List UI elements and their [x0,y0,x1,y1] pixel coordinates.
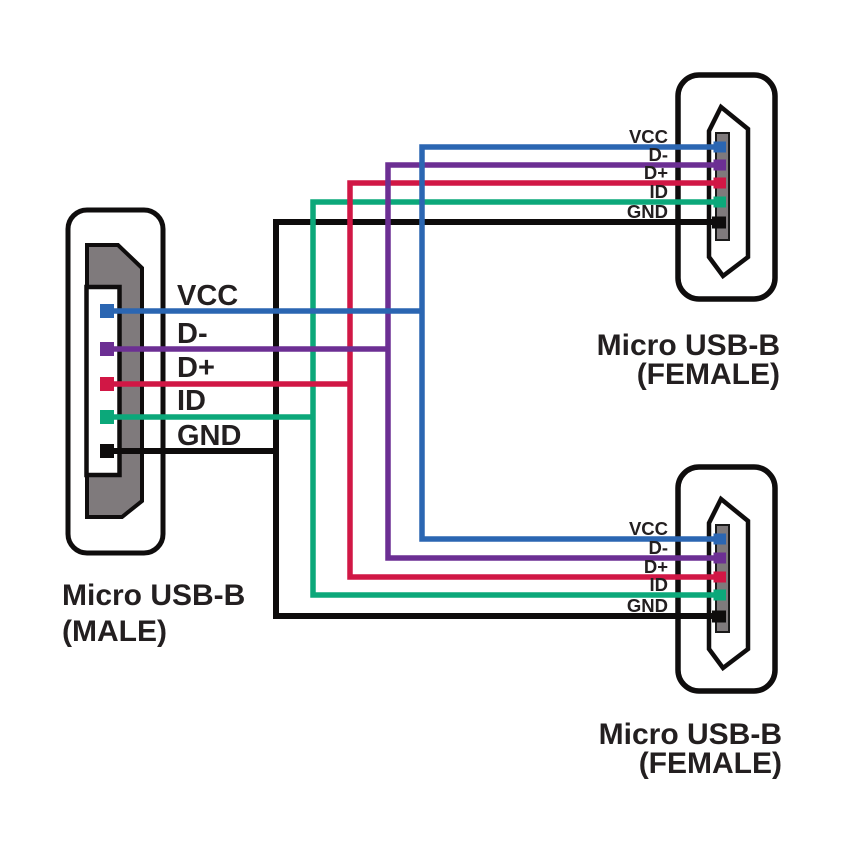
female-top-title-line1: Micro USB-B [597,329,780,362]
female-bottom-pin-dminus [713,552,726,564]
male-title-line2: (MALE) [62,615,167,648]
female-top-label-dminus: D- [648,144,668,165]
male-pin-dminus [100,342,114,356]
female-bottom-label-dplus: D+ [644,556,668,577]
female-bottom-label-gnd: GND [627,595,668,616]
female-top-pin-dminus [713,159,726,171]
wire-dplus-loop [347,180,721,580]
wire-id-loop [310,199,721,598]
female-bottom-pins [712,533,726,623]
female-top-label-gnd: GND [627,201,668,222]
female-top-pin-vcc [713,141,726,153]
male-pins [100,304,114,458]
male-pin-id [100,410,114,424]
male-signal-labels: VCC D- D+ ID GND [177,280,241,452]
female-top-label-dplus: D+ [644,162,668,183]
female-bottom-label-vcc: VCC [629,518,668,539]
female-bottom-pin-dplus [713,571,726,583]
female-top-pin-gnd [712,216,726,229]
male-pin-gnd [100,444,114,458]
female-top-label-id: ID [650,181,669,202]
female-bottom-pin-vcc [713,533,726,545]
female-bottom-pin-id [713,589,726,601]
male-label-dplus: D+ [177,352,215,384]
female-bottom-title-line2: (FEMALE) [639,747,782,780]
wire-vcc-loop [419,144,721,542]
female-top-pins [712,141,726,229]
male-label-vcc: VCC [177,280,238,312]
male-label-gnd: GND [177,420,241,452]
wire-loops [273,144,721,619]
female-top-label-vcc: VCC [629,126,668,147]
female-bottom-pin-gnd [712,610,726,623]
female-top-pin-dplus [713,177,726,189]
male-label-id: ID [177,385,206,417]
male-title-line1: Micro USB-B [62,579,245,612]
connector-titles: Micro USB-B (MALE) Micro USB-B (FEMALE) … [62,329,782,780]
male-label-dminus: D- [177,318,208,350]
female-top-signal-labels: VCC D- D+ ID GND [627,126,668,222]
female-bottom-label-dminus: D- [648,537,668,558]
female-top-pin-id [713,196,726,208]
female-connector-top [675,72,778,302]
male-pin-vcc [100,304,114,318]
female-bottom-signal-labels: VCC D- D+ ID GND [627,518,668,616]
wire-male-branches [104,308,422,454]
female-bottom-title-line1: Micro USB-B [599,718,782,751]
wire-dminus-loop [385,162,721,561]
female-top-title-line2: (FEMALE) [637,358,780,391]
female-bottom-label-id: ID [650,574,669,595]
male-pin-dplus [100,377,114,391]
